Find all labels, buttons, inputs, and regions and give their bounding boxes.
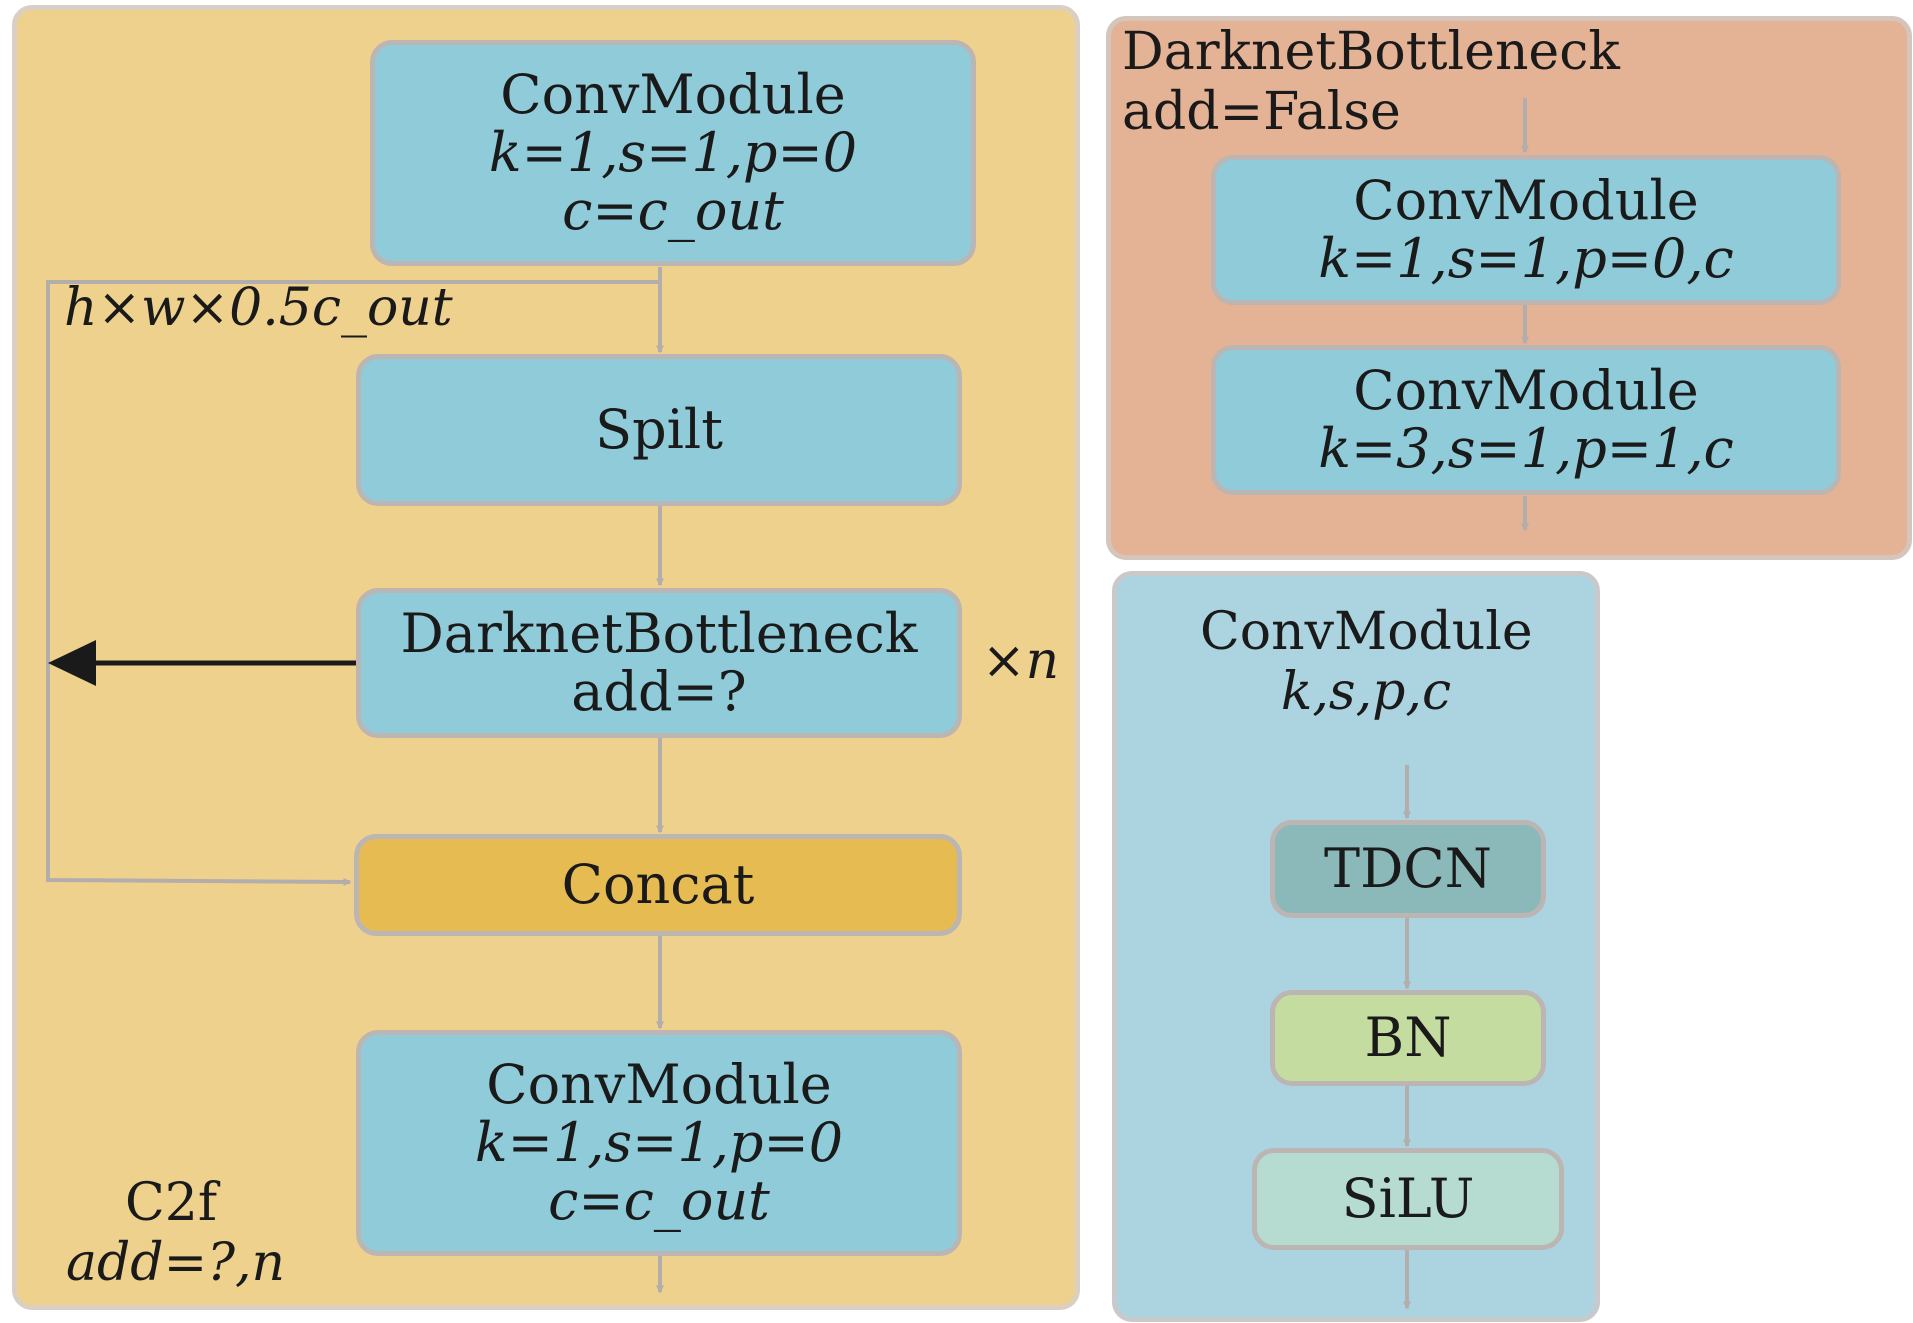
cm-params: k,s,p,c (1280, 662, 1452, 722)
cm-title: ConvModule (1200, 602, 1533, 662)
bn-label: BN (1364, 1005, 1452, 1069)
c2f-conv-top: ConvModule k=1,s=1,p=0 c=c_out (370, 40, 976, 266)
db-conv1-title: ConvModule (1353, 168, 1699, 232)
silu-label: SiLU (1341, 1166, 1475, 1230)
db-param: add=False (1122, 82, 1401, 142)
tdcn-label: TDCN (1324, 836, 1492, 900)
concat-label: Concat (561, 852, 755, 916)
c2f-conv-bottom-title: ConvModule (486, 1052, 832, 1116)
c2f-name: C2f (125, 1173, 218, 1233)
concat-box: Concat (354, 834, 962, 936)
tdcn-box: TDCN (1270, 820, 1546, 918)
c2f-conv-top-title: ConvModule (500, 62, 846, 126)
split-box: Spilt (356, 354, 962, 506)
db-conv2-params: k=3,s=1,p=1,c (1318, 417, 1734, 480)
db-conv1-box: ConvModule k=1,s=1,p=0,c (1211, 155, 1841, 305)
db-conv1-params: k=1,s=1,p=0,c (1318, 227, 1734, 290)
c2f-conv-bottom-channels: c=c_out (548, 1169, 770, 1233)
bn-box: BN (1270, 990, 1546, 1086)
db-conv2-title: ConvModule (1353, 358, 1699, 422)
c2f-conv-top-channels: c=c_out (562, 179, 784, 243)
repeat-label: ×n (982, 631, 1060, 691)
c2f-conv-top-params: k=1,s=1,p=0 (488, 120, 858, 184)
c2f-bottleneck-param: add=? (571, 660, 747, 723)
split-label: Spilt (595, 397, 723, 461)
split-shape-label: h×w×0.5c_out (64, 278, 453, 338)
c2f-args: add=?,n (66, 1233, 286, 1293)
c2f-conv-bottom-params: k=1,s=1,p=0 (474, 1110, 844, 1174)
c2f-bottleneck-title: DarknetBottleneck (400, 601, 918, 665)
c2f-conv-bottom: ConvModule k=1,s=1,p=0 c=c_out (356, 1030, 962, 1256)
db-conv2-box: ConvModule k=3,s=1,p=1,c (1211, 345, 1841, 495)
db-title: DarknetBottleneck (1122, 22, 1620, 82)
arrow-split-bypass (46, 280, 660, 886)
silu-box: SiLU (1252, 1148, 1564, 1250)
c2f-bottleneck-box: DarknetBottleneck add=? (356, 588, 962, 738)
arrow-bottleneck-feedback-head (48, 640, 96, 686)
